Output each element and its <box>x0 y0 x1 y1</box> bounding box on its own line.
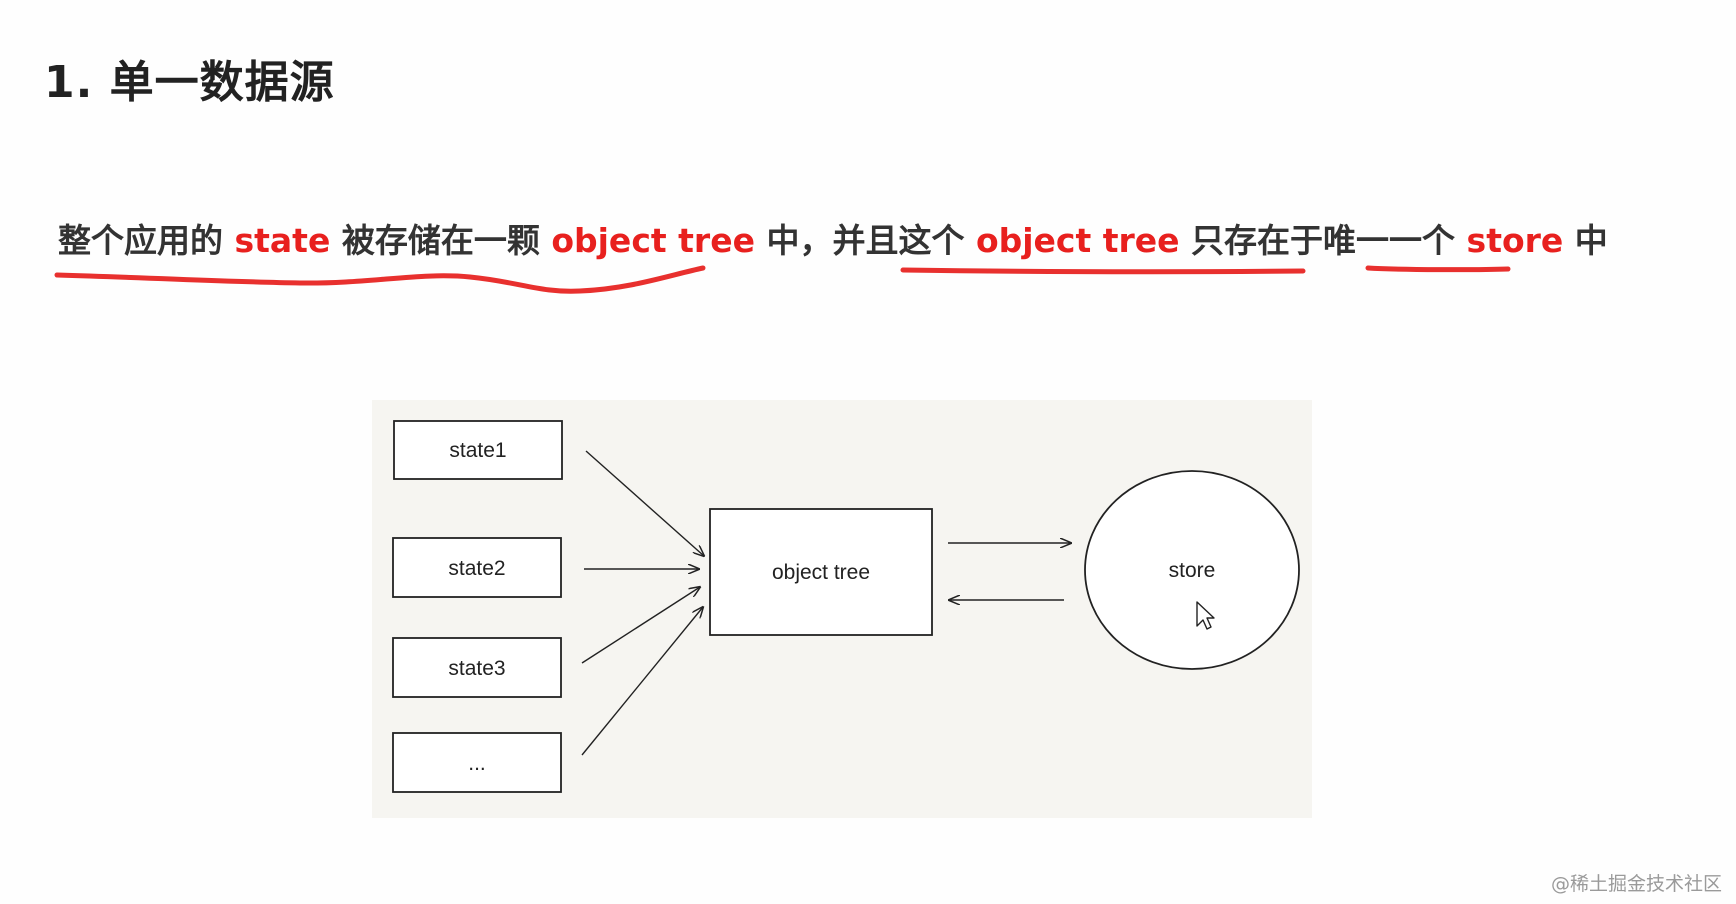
page-title: 1. 单一数据源 <box>44 57 335 108</box>
state-label-1: state1 <box>449 439 506 462</box>
state-label-more: ... <box>468 752 486 775</box>
statement-part: 中，并且这个 <box>754 221 976 260</box>
highlight-object-tree: object tree <box>551 221 755 260</box>
state-box-2: state2 <box>392 537 562 598</box>
statement-part: 整个应用的 <box>58 221 235 260</box>
state-label-3: state3 <box>448 657 505 680</box>
watermark: @稀土掘金技术社区 <box>1550 873 1722 895</box>
object-tree-label: object tree <box>772 561 870 584</box>
arrow-more-to-tree <box>581 607 703 756</box>
object-tree-box: object tree <box>709 508 933 636</box>
highlight-state: state <box>234 221 331 260</box>
highlight-object-tree-2: object tree <box>975 221 1180 260</box>
arrow-state1-to-tree <box>585 450 704 556</box>
statement-text: 整个应用的 state 被存储在一颗 object tree 中，并且这个 ob… <box>58 214 1608 262</box>
state-label-2: state2 <box>448 557 505 580</box>
statement-part: 中 <box>1563 221 1608 260</box>
highlight-store: store <box>1466 221 1564 260</box>
state-box-3: state3 <box>392 637 562 698</box>
store-circle: store <box>1084 470 1300 670</box>
state-box-more: ... <box>392 732 562 793</box>
arrow-state3-to-tree <box>581 587 700 664</box>
state-box-1: state1 <box>393 420 563 480</box>
statement-part: 被存储在一颗 <box>330 221 552 260</box>
statement-part: 只存在于唯一一个 <box>1179 221 1467 260</box>
mouse-pointer-icon <box>1196 601 1215 630</box>
store-label: store <box>1169 559 1216 582</box>
